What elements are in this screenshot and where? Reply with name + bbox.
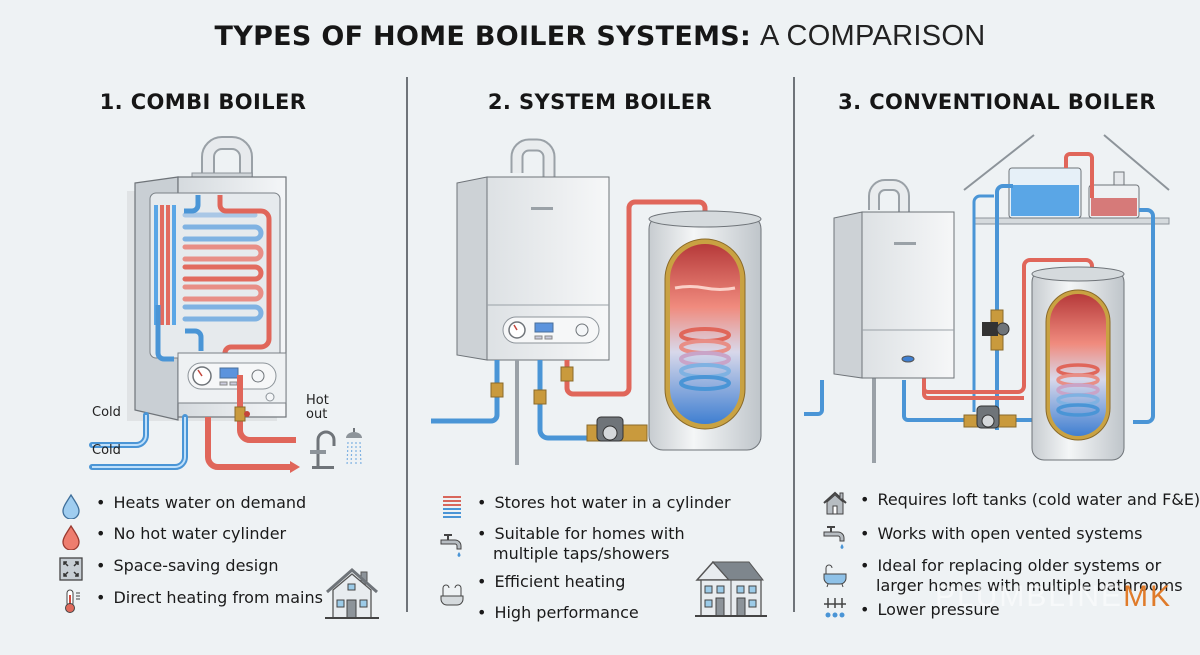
conventional-boiler-illustration: [804, 134, 1170, 463]
feature-item: Requires loft tanks (cold water and F&E): [822, 490, 1200, 516]
feature-item: Ideal for replacing older systems orlarg…: [822, 556, 1183, 596]
tap-and-shower-icon: [310, 428, 362, 469]
watermark-logo: PLUMBLINEMK: [935, 580, 1173, 613]
semi-detached-house-icon: [695, 560, 767, 617]
feature-item: Space-saving design: [58, 556, 278, 582]
label-hot-out: Hot out: [306, 393, 329, 422]
bathtub-shower-icon: [440, 584, 464, 606]
column-title-combi: 1. COMBI BOILER: [99, 90, 307, 114]
water-drop-red-icon: [62, 524, 80, 550]
tap-icon: [823, 526, 845, 549]
tap-icon: [440, 534, 462, 557]
column-system-boiler: 2. SYSTEM BOILER: [407, 0, 793, 655]
feature-item: Stores hot water in a cylinder: [439, 493, 731, 519]
column-title-conventional: 3. CONVENTIONAL BOILER: [838, 90, 1156, 114]
column-combi-boiler: 1. COMBI BOILER: [0, 0, 406, 655]
house-icon: [823, 491, 847, 515]
system-boiler-illustration: [431, 138, 762, 465]
feature-item: No hot water cylinder: [58, 524, 286, 550]
coil-icon: [443, 496, 461, 518]
label-cold-top: Cold: [92, 405, 121, 420]
feature-item: Efficient heating: [439, 572, 625, 608]
column-divider-2: [793, 77, 795, 612]
multi-tap-drops-icon: [824, 598, 846, 618]
expand-arrows-icon: [59, 557, 83, 581]
column-divider-1: [406, 77, 408, 612]
combi-boiler-illustration: [89, 136, 300, 473]
title-light: A COMPARISON: [760, 20, 986, 52]
feature-item: Works with open vented systems: [822, 524, 1142, 550]
page-title: TYPES OF HOME BOILER SYSTEMS: A COMPARIS…: [0, 20, 1200, 53]
small-house-icon: [325, 568, 379, 619]
bathtub-icon: [823, 564, 847, 588]
feature-item: Lower pressure: [822, 598, 1000, 620]
feature-item: Heats water on demand: [58, 493, 306, 519]
column-title-system: 2. SYSTEM BOILER: [487, 90, 713, 114]
title-bold: TYPES OF HOME BOILER SYSTEMS:: [214, 21, 752, 52]
feature-item: High performance: [477, 603, 638, 623]
column-conventional-boiler: 3. CONVENTIONAL BOILER: [794, 0, 1200, 655]
thermometer-icon: [65, 589, 80, 613]
water-drop-blue-icon: [62, 493, 80, 519]
feature-item: Direct heating from mains: [58, 588, 323, 614]
label-cold-bottom: Cold: [92, 443, 121, 458]
